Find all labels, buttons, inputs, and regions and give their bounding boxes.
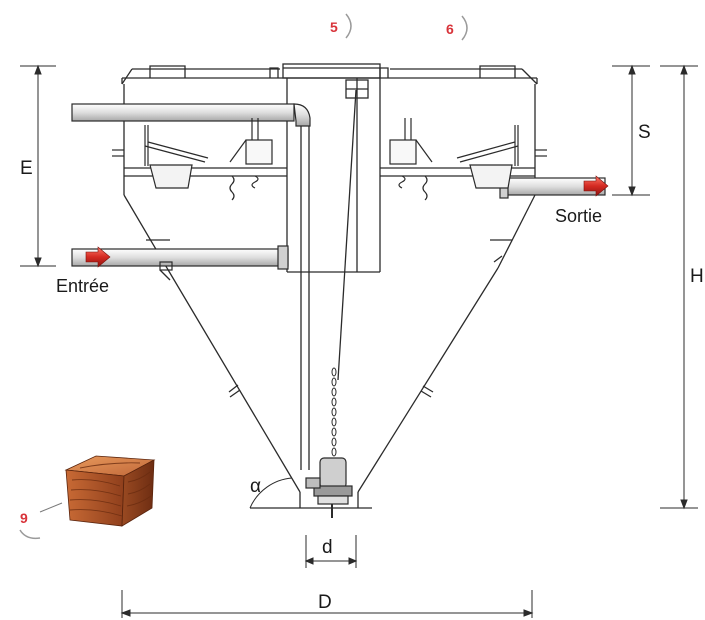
wood-block-icon [64, 455, 156, 527]
central-column [286, 78, 381, 470]
dimension-h [660, 64, 698, 510]
outlet-label: Sortie [555, 206, 602, 226]
right-skimmer [380, 118, 547, 201]
tank-walls [123, 84, 536, 509]
marker-6: 6 [446, 15, 468, 41]
dimension-d-outlet [304, 535, 358, 568]
upper-feed-pipe [71, 103, 311, 127]
marker-6-label: 6 [446, 21, 454, 37]
marker-5-label: 5 [330, 19, 338, 35]
dimension-e-label: E [20, 158, 33, 179]
marker-9: 9 [19, 502, 63, 540]
inlet-pipe [71, 245, 289, 271]
cone-angle-label: α [250, 476, 261, 497]
cone-angle-arc [249, 477, 293, 509]
marker-9-label: 9 [20, 510, 28, 526]
dimension-d-diameter-label: D [318, 592, 332, 613]
dimension-d-outlet-label: d [322, 537, 333, 558]
submersible-pump [305, 457, 353, 518]
outlet-flow-arrow [583, 175, 609, 197]
inlet-label: Entrée [56, 276, 109, 296]
dimension-s-label: S [638, 122, 651, 143]
dimension-s [612, 64, 650, 197]
dimension-d-diameter [120, 590, 534, 618]
pump-chain [331, 367, 337, 457]
marker-5: 5 [330, 13, 352, 39]
inlet-flow-arrow [85, 246, 111, 268]
tank-cover [121, 63, 538, 85]
dimension-h-label: H [690, 266, 704, 287]
left-skimmer [112, 118, 287, 201]
dimension-e [20, 64, 56, 268]
